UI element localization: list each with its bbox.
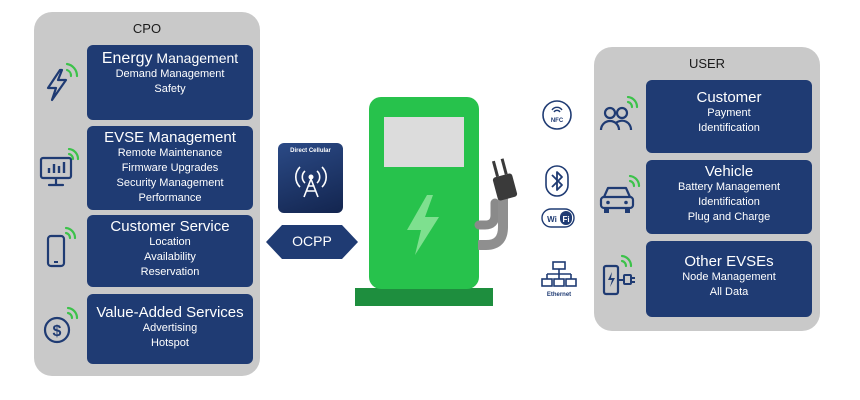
card-line: Plug and Charge <box>687 211 771 223</box>
cpo-title: CPO <box>132 21 162 36</box>
direct-cellular-tile: Direct Cellular <box>278 143 343 213</box>
svg-text:$: $ <box>53 323 62 340</box>
card-line: Firmware Upgrades <box>121 162 219 174</box>
ethernet-label: Ethernet <box>547 292 571 298</box>
dollar-coin-signal-icon: $ <box>43 306 79 344</box>
card-line: Hotspot <box>151 337 189 349</box>
car-signal-icon <box>599 175 641 213</box>
cell-tower-icon <box>295 166 327 198</box>
charging-station-illustration <box>355 97 500 306</box>
card-other-evses-title: Other EVSEs <box>684 253 774 270</box>
card-line: Payment <box>707 107 751 119</box>
card-line: Performance <box>138 192 202 204</box>
card-energy-management: Energy Management Demand Management Safe… <box>87 45 253 120</box>
direct-cellular-label: Direct Cellular <box>290 148 331 154</box>
card-line: Advertising <box>142 322 198 334</box>
lightning-signal-icon <box>46 62 79 102</box>
people-signal-icon <box>599 96 639 131</box>
wifi-icon: Wi Fi <box>541 208 575 228</box>
card-line: All Data <box>709 286 749 298</box>
nfc-label: NFC <box>551 118 564 124</box>
charger-phone-signal-icon <box>602 254 635 296</box>
card-energy-management-title: Energy Management <box>101 50 239 67</box>
card-customer-service-title: Customer Service <box>110 218 230 235</box>
card-line: Safety <box>154 83 186 95</box>
user-title: USER <box>688 56 726 71</box>
card-customer-service: Customer Service Location Availability R… <box>87 215 253 287</box>
plug-cable-icon <box>478 158 518 250</box>
smartphone-signal-icon <box>46 226 77 268</box>
card-line: Identification <box>698 196 760 208</box>
card-evse-management-title: EVSE Management <box>104 129 236 146</box>
card-line: Security Management <box>116 177 224 189</box>
card-evse-management: EVSE Management Remote Maintenance Firmw… <box>87 126 253 210</box>
ethernet-icon: Ethernet <box>541 261 577 298</box>
card-customer: Customer Payment Identification <box>646 80 812 153</box>
card-line: Reservation <box>140 266 200 278</box>
card-vehicle: Vehicle Battery Management Identificatio… <box>646 160 812 234</box>
bluetooth-icon <box>545 165 569 197</box>
card-line: Identification <box>698 122 760 134</box>
card-value-added-services: Value-Added Services Advertising Hotspot <box>87 294 253 364</box>
card-line: Node Management <box>682 271 776 283</box>
monitor-chart-signal-icon <box>39 148 80 187</box>
ocpp-label: OCPP <box>292 233 332 249</box>
card-line: Availability <box>144 251 196 263</box>
card-customer-title: Customer <box>696 89 762 106</box>
wifi-label-b: Fi <box>562 215 569 224</box>
card-line: Demand Management <box>115 68 225 80</box>
card-value-added-services-title: Value-Added Services <box>96 304 244 321</box>
card-line: Battery Management <box>677 181 781 193</box>
card-line: Location <box>149 236 191 248</box>
card-vehicle-title: Vehicle <box>704 163 754 180</box>
card-line: Remote Maintenance <box>117 147 223 159</box>
wifi-label-a: Wi <box>547 215 557 224</box>
card-other-evses: Other EVSEs Node Management All Data <box>646 241 812 317</box>
ocpp-double-arrow <box>266 225 358 259</box>
nfc-icon: NFC <box>542 100 572 130</box>
